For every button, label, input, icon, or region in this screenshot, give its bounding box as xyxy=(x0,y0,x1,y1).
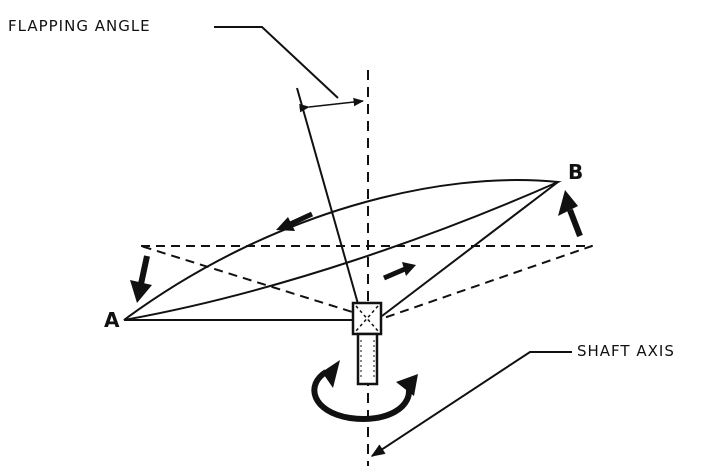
tip-path-axis xyxy=(296,87,363,319)
rotation-arrow-head xyxy=(396,374,418,396)
point-a-label: A xyxy=(104,308,120,332)
rotation-arrow-tail-head xyxy=(322,360,340,388)
blade-b-radius xyxy=(381,181,559,317)
blade-motion-arrow-left xyxy=(276,211,314,231)
rotation-arrow-body xyxy=(311,369,412,422)
rotor-disc xyxy=(123,179,562,321)
shaft-axis-leader xyxy=(370,351,572,457)
shaft-hatch xyxy=(360,340,375,378)
up-arrow-b xyxy=(558,190,583,238)
down-arrow-a xyxy=(130,255,152,303)
flapping-angle-label: FLAPPING ANGLE xyxy=(8,17,151,35)
flapping-angle-arc xyxy=(299,97,365,113)
shaft-axis-label: SHAFT AXIS xyxy=(577,342,675,360)
point-b-label: B xyxy=(568,160,583,184)
flapping-angle-leader xyxy=(214,26,339,99)
reference-plane xyxy=(140,245,593,321)
rotor-shaft xyxy=(356,332,379,386)
blade-motion-arrow-right xyxy=(383,262,416,281)
